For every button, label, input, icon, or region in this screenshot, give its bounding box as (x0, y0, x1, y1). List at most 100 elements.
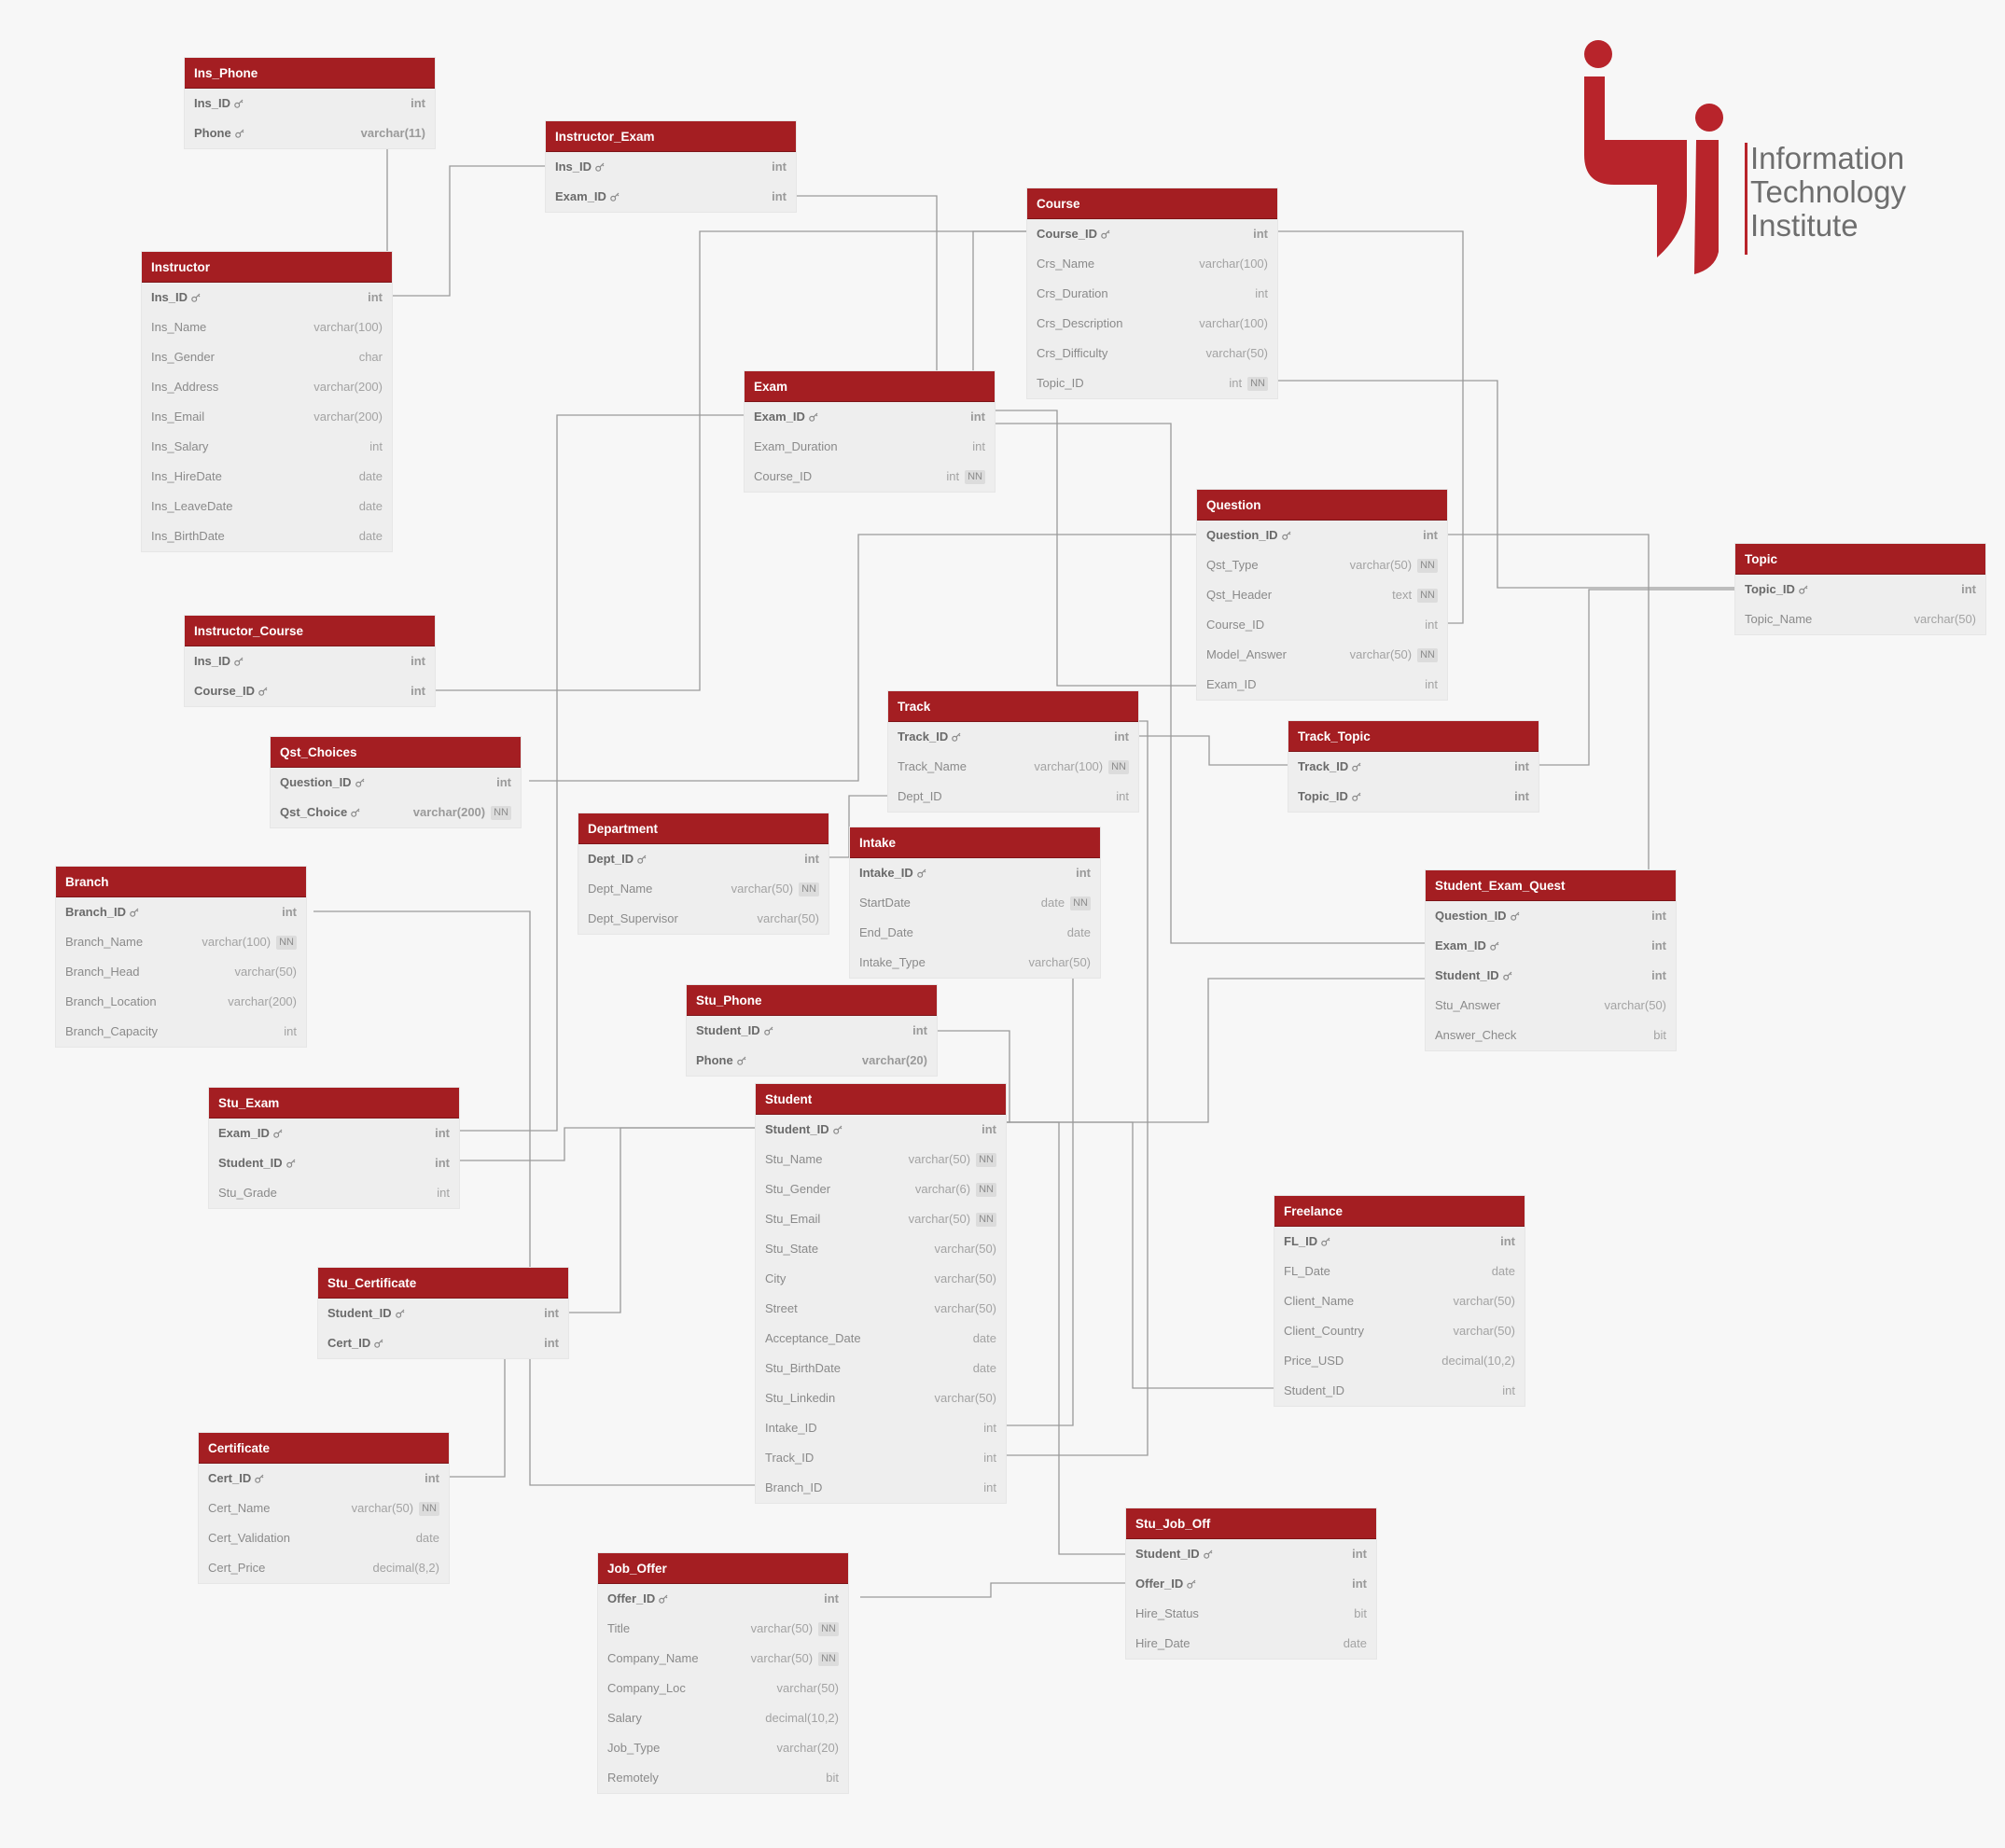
table-header[interactable]: Exam (745, 371, 995, 402)
table-header[interactable]: Qst_Choices (271, 737, 521, 768)
table-header[interactable]: Branch (56, 867, 306, 897)
table-header[interactable]: Track (888, 691, 1138, 722)
table-header[interactable]: Track_Topic (1288, 721, 1539, 752)
table-header[interactable]: Stu_Exam (209, 1088, 459, 1119)
table-header[interactable]: Certificate (199, 1433, 449, 1464)
table-header[interactable]: Ins_Phone (185, 58, 435, 89)
table-header[interactable]: Course (1027, 188, 1277, 219)
table-header[interactable]: Department (578, 813, 828, 844)
table-header[interactable]: Intake (850, 827, 1100, 858)
table-header[interactable]: Question (1197, 490, 1447, 521)
table-header[interactable]: Topic (1735, 544, 1985, 575)
table-header[interactable]: Instructor_Exam (546, 121, 796, 152)
table-header[interactable]: Freelance (1274, 1196, 1525, 1227)
table-header[interactable]: Student (756, 1084, 1006, 1115)
table-header[interactable]: Stu_Phone (687, 985, 937, 1016)
